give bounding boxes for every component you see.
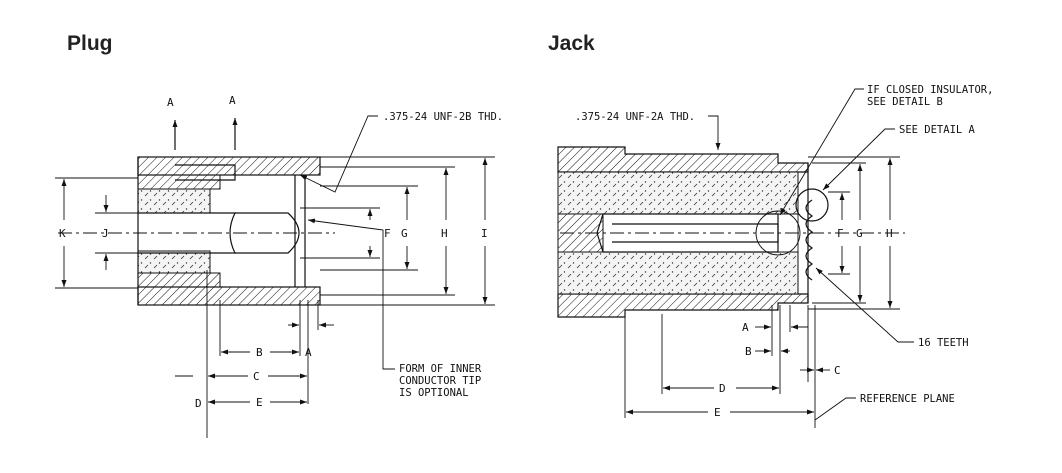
plug-title: Plug xyxy=(67,32,113,55)
plug-tip-note-line3: IS OPTIONAL xyxy=(399,387,469,399)
jack-dim-b: B xyxy=(745,345,752,358)
plug-section-marks: A A xyxy=(167,94,238,150)
jack-dim-h: H xyxy=(886,227,893,240)
plug-dim-f: F xyxy=(384,227,391,240)
jack-insulator-note-line1: IF CLOSED INSULATOR, xyxy=(867,84,993,96)
plug-dim-e: E xyxy=(256,396,263,409)
jack-thread-callout: .375-24 UNF-2A THD. xyxy=(575,111,721,150)
jack-dim-e: E xyxy=(714,406,721,419)
jack-horizontal-dims: A B C D E xyxy=(624,305,841,428)
plug-tip-note-line1: FORM OF INNER xyxy=(399,363,482,375)
jack-insulator-callout: IF CLOSED INSULATOR, SEE DETAIL B xyxy=(779,84,993,216)
jack-insulator-note-line2: SEE DETAIL B xyxy=(867,96,943,108)
plug-dim-b: B xyxy=(256,346,263,359)
jack-body xyxy=(557,146,905,318)
jack-teeth-callout: 16 TEETH xyxy=(815,267,969,349)
jack-teeth-note: 16 TEETH xyxy=(918,337,969,349)
jack-diagram: Jack .375-24 UNF-2A THD. IF CLOSED INSU xyxy=(548,32,993,428)
plug-thread-note: .375-24 UNF-2B THD. xyxy=(383,111,503,123)
jack-dim-c: C xyxy=(834,364,841,377)
jack-detail-note: SEE DETAIL A xyxy=(899,124,976,136)
plug-dim-i: I xyxy=(481,227,488,240)
jack-dim-d: D xyxy=(719,382,726,395)
jack-vertical-dims: F G H xyxy=(808,156,900,310)
jack-reference-callout: REFERENCE PLANE xyxy=(814,393,955,421)
plug-diagram: Plug A A .375-24 UNF-2B THD xyxy=(55,32,503,438)
plug-body xyxy=(58,156,335,306)
plug-tip-note-line2: CONDUCTOR TIP xyxy=(399,375,481,387)
plug-section-label-1: A xyxy=(167,96,174,109)
plug-horizontal-dims: A B C D E xyxy=(175,270,334,438)
jack-title: Jack xyxy=(548,32,595,55)
plug-dim-d: D xyxy=(195,397,202,410)
plug-vertical-dims: F G H I xyxy=(300,156,495,306)
jack-dim-a: A xyxy=(742,321,749,334)
plug-section-label-2: A xyxy=(229,94,236,107)
plug-dim-h: H xyxy=(441,227,448,240)
plug-left-dims: K J xyxy=(55,177,138,289)
plug-dim-j: J xyxy=(102,227,109,240)
plug-dim-a: A xyxy=(305,346,312,359)
jack-reference-note: REFERENCE PLANE xyxy=(860,393,955,405)
jack-dim-g: G xyxy=(856,227,863,240)
plug-thread-callout: .375-24 UNF-2B THD. xyxy=(299,111,503,193)
jack-detail-a-callout: SEE DETAIL A xyxy=(822,124,976,191)
plug-tip-callout: FORM OF INNER CONDUCTOR TIP IS OPTIONAL xyxy=(307,218,482,399)
plug-dim-g: G xyxy=(401,227,408,240)
plug-dim-k: K xyxy=(59,227,66,240)
jack-dim-f: F xyxy=(837,227,844,240)
jack-thread-note: .375-24 UNF-2A THD. xyxy=(575,111,695,123)
plug-dim-c: C xyxy=(253,370,260,383)
